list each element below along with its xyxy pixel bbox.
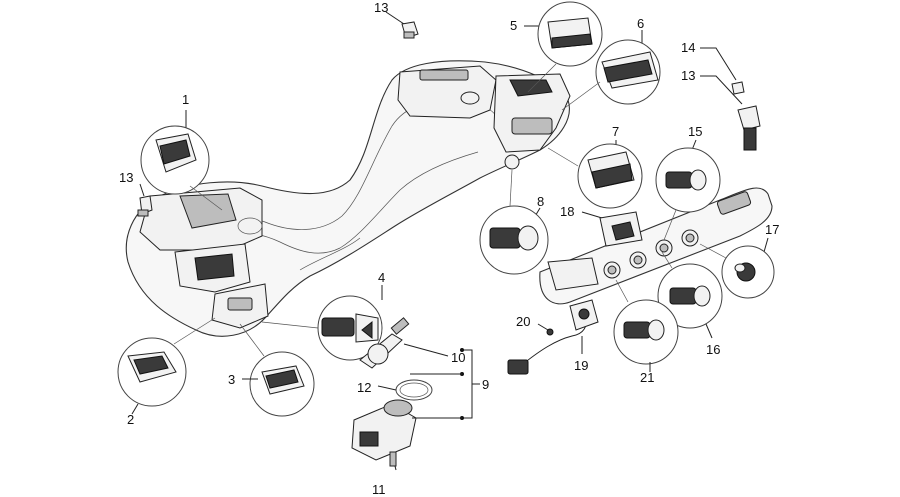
part-13-left-bulb — [137, 183, 153, 217]
switch-panel-part-19 — [539, 187, 773, 305]
label-6: 6 — [637, 16, 644, 31]
label-20: 19 — [574, 358, 588, 373]
label-18: 17 — [765, 222, 779, 237]
callout-part-3 — [239, 323, 315, 417]
label-16: 15 — [688, 124, 702, 139]
callout-part-5 — [524, 1, 603, 93]
label-3: 3 — [228, 372, 235, 387]
dashboard-panel — [125, 60, 571, 337]
callout-part-6 — [561, 30, 661, 111]
callout-part-17 — [657, 251, 723, 339]
label-2: 2 — [127, 412, 134, 427]
part-13-upper-bulb — [385, 11, 419, 39]
callout-part-16 — [655, 139, 721, 241]
label-15: 14 — [681, 40, 695, 55]
callout-part-22 — [613, 279, 679, 372]
callout-part-2 — [117, 317, 216, 415]
callout-part-7 — [547, 140, 643, 209]
label-10: 10 — [451, 350, 465, 365]
label-17: 16 — [706, 342, 720, 357]
label-5: 5 — [510, 18, 517, 33]
callout-part-8 — [479, 169, 549, 275]
part-14-sensor — [700, 47, 761, 151]
label-4: 4 — [378, 270, 385, 285]
callout-part-18 — [699, 237, 775, 299]
label-9: 9 — [482, 377, 489, 392]
label-12: 12 — [357, 380, 371, 395]
part-21-screw — [537, 323, 554, 336]
label-19: 18 — [560, 204, 574, 219]
label-13-left: 13 — [119, 170, 133, 185]
part-19-switch — [581, 211, 643, 247]
group-bracket-9 — [410, 348, 480, 420]
ignition-assembly — [351, 317, 449, 471]
callout-part-4 — [261, 285, 383, 361]
label-21: 20 — [516, 314, 530, 329]
label-14: 13 — [681, 68, 695, 83]
label-1: 1 — [182, 92, 189, 107]
label-7: 7 — [612, 124, 619, 139]
label-22: 21 — [640, 370, 654, 385]
label-13-top: 13 — [374, 0, 388, 15]
label-11: 11 — [372, 482, 386, 497]
label-8: 8 — [537, 194, 544, 209]
callout-part-1 — [140, 110, 223, 211]
part-20-harness — [507, 299, 599, 375]
